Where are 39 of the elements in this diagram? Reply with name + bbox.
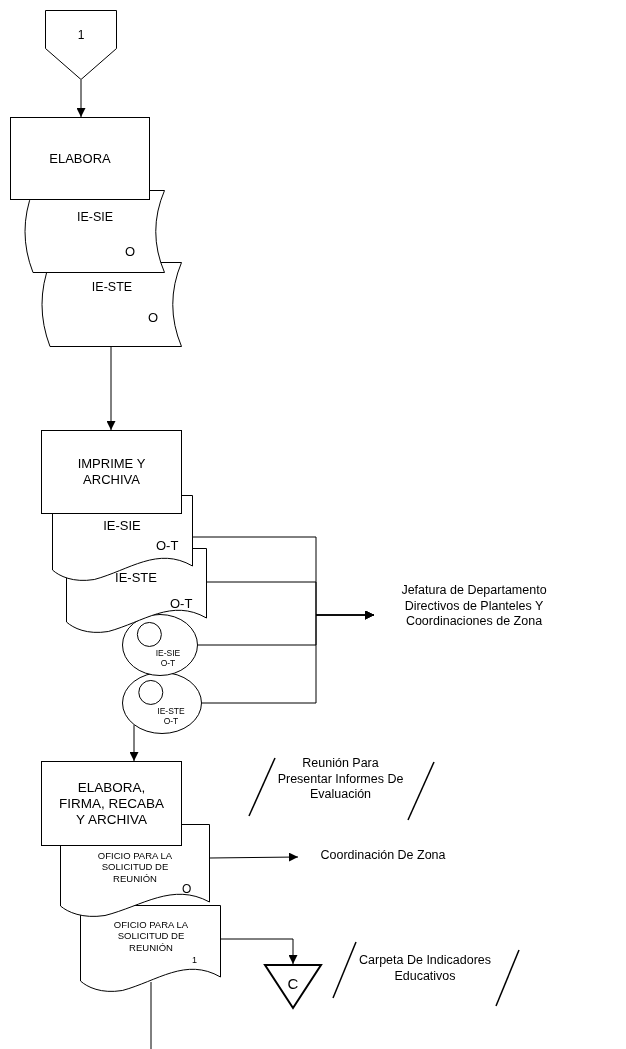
document-code: IE-STE (114, 570, 158, 586)
connector-number: 1 (76, 28, 86, 43)
note-text: Reunión Para Presentar Informes De Evaluación (276, 756, 405, 803)
archive-triangle (264, 964, 322, 1009)
document-code: IE-STE (90, 280, 134, 295)
document-code: 1 (192, 955, 197, 966)
connector-arrow (129, 724, 139, 762)
connector-arrow (106, 346, 116, 431)
step-label: ELABORA, FIRMA, RECABA Y ARCHIVA (58, 779, 165, 828)
document-code: IE-SIE (154, 648, 182, 659)
tape-reel-shape (122, 614, 198, 676)
destination-label: Jefatura de Departamento Directivos de Planteles Y Coordinaciones de Zona (374, 583, 574, 630)
document-code: O (148, 310, 159, 326)
tape-reel-shape (122, 672, 202, 734)
connector-arrow (209, 852, 299, 862)
document-code: O (125, 244, 136, 260)
offpage-connector (45, 10, 117, 80)
document-code: IE-SIE (102, 518, 142, 534)
document-code: O-T (156, 538, 179, 554)
process-box (41, 761, 182, 846)
document-code: OFICIO PARA LA SOLICITUD DE REUNIÓN (112, 919, 190, 954)
archive-letter: C (286, 975, 300, 993)
document-shape (80, 905, 221, 991)
connector-arrow (76, 79, 86, 118)
connector-arrow (201, 610, 375, 704)
document-code: O-T (170, 596, 193, 612)
document-code: IE-STE (156, 706, 186, 717)
document-code: OFICIO PARA LA SOLICITUD DE REUNIÓN (96, 850, 174, 885)
step-label: ELABORA (48, 150, 112, 167)
document-code: O-T (159, 658, 177, 669)
process-box (41, 430, 182, 514)
step-label: IMPRIME Y ARCHIVA (76, 456, 147, 488)
document-code: IE-SIE (75, 210, 115, 225)
document-code: O-T (162, 716, 180, 727)
process-box (10, 117, 150, 200)
note-text: Carpeta De Indicadores Educativos (358, 953, 492, 985)
connector-arrow (220, 938, 298, 965)
destination-label: Coordinación De Zona (298, 848, 468, 864)
document-code: O (182, 882, 192, 897)
